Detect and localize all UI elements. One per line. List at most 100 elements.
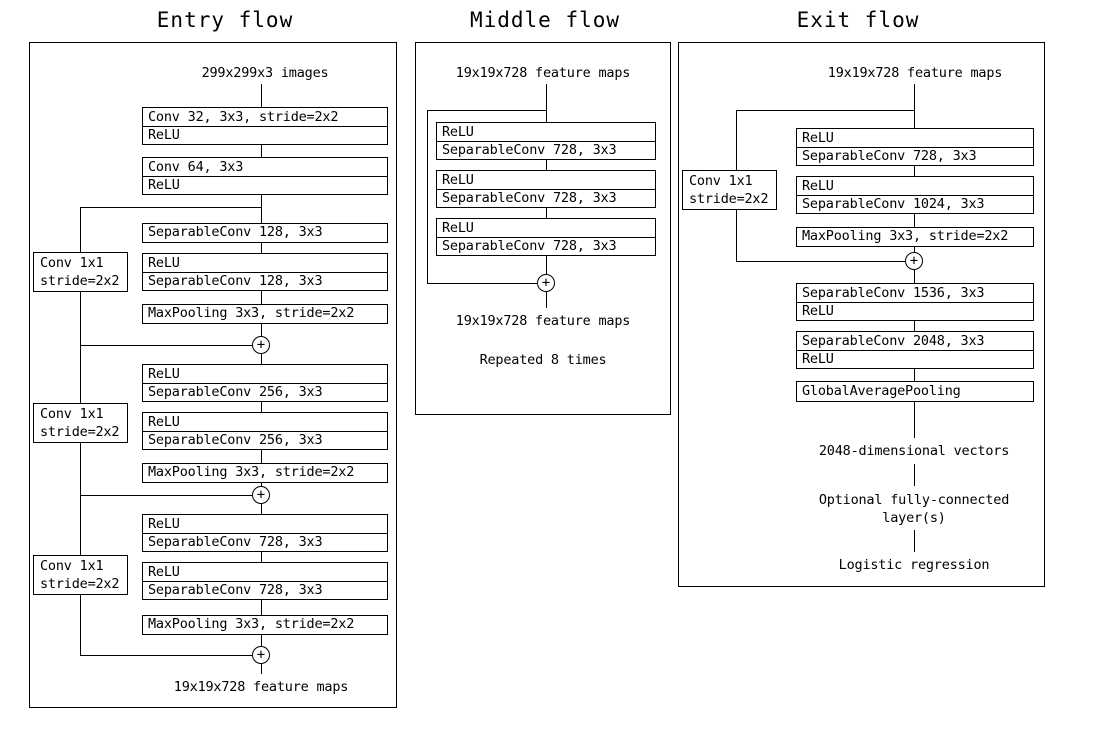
connector-entry-5 (261, 324, 262, 336)
exit-block-sepconv728: ReLU SeparableConv 728, 3x3 (796, 128, 1034, 166)
middle-repeat-note: Repeated 8 times (479, 352, 607, 368)
exit-relu-a-label: ReLU (802, 129, 834, 146)
entry-relu-b-label: ReLU (143, 175, 387, 195)
entry-sepconv728-b-label: SeparableConv 728, 3x3 (143, 580, 387, 600)
connector-middle-4 (546, 292, 547, 308)
entry-relu-c-label: ReLU (148, 254, 180, 271)
exit-sepconv2048-label: SeparableConv 2048, 3x3 (802, 332, 985, 349)
connector-exit-7 (914, 402, 915, 438)
entry-block-sepconv256-a: ReLU SeparableConv 256, 3x3 (142, 364, 388, 402)
connector-entry-input (261, 84, 262, 107)
exit-sepconv728-label: SeparableConv 728, 3x3 (797, 146, 1033, 166)
entry-sepconv128-b-label: SeparableConv 128, 3x3 (143, 271, 387, 291)
entry-sepconv128-a: SeparableConv 128, 3x3 (142, 223, 388, 243)
middle-merge-plus: + (537, 274, 555, 292)
exit-input-caption: 19x19x728 feature maps (827, 65, 1003, 81)
connector-entry-8 (261, 450, 262, 463)
connector-entry-4 (261, 291, 262, 304)
connector-exit-3 (914, 247, 915, 252)
middle-block-2: ReLU SeparableConv 728, 3x3 (436, 170, 656, 208)
connector-entry-13 (261, 635, 262, 647)
connector-entry-14 (261, 664, 262, 674)
residual-1-join (80, 345, 262, 346)
connector-middle-input (546, 84, 547, 122)
connector-exit-8 (914, 464, 915, 486)
entry-conv32-label: Conv 32, 3x3, stride=2x2 (148, 108, 339, 125)
middle-sepconv-c-label: SeparableConv 728, 3x3 (437, 236, 655, 256)
merge-plus-3: + (252, 646, 270, 664)
entry-sepconv728-a-label: SeparableConv 728, 3x3 (143, 532, 387, 552)
middle-residual-branch (427, 110, 547, 111)
connector-entry-3 (261, 243, 262, 253)
connector-middle-2 (546, 208, 547, 218)
entry-maxpool-1: MaxPooling 3x3, stride=2x2 (142, 304, 388, 324)
exit-merge-plus: + (905, 252, 923, 270)
exit-relu-b-label: ReLU (802, 177, 834, 194)
connector-exit-input (914, 84, 915, 128)
exit-block-sepconv1536: SeparableConv 1536, 3x3 ReLU (796, 283, 1034, 321)
merge-plus-2: + (252, 486, 270, 504)
entry-flow-title: Entry flow (156, 8, 294, 32)
connector-entry-1 (261, 145, 262, 157)
middle-relu-a-label: ReLU (442, 123, 474, 140)
exit-fc-caption-line1: Optional fully-connected (818, 492, 1010, 508)
exit-sepconv1024-label: SeparableConv 1024, 3x3 (797, 194, 1033, 214)
middle-block-1: ReLU SeparableConv 728, 3x3 (436, 122, 656, 160)
connector-entry-11 (261, 552, 262, 562)
merge-plus-1: + (252, 336, 270, 354)
exit-residual-conv: Conv 1x1 stride=2x2 (682, 170, 777, 210)
connector-exit-2 (914, 214, 915, 227)
connector-exit-6 (914, 369, 915, 381)
exit-maxpool: MaxPooling 3x3, stride=2x2 (796, 227, 1034, 247)
entry-input-caption: 299x299x3 images (201, 65, 329, 81)
entry-relu-a-label: ReLU (143, 125, 387, 145)
entry-block-sepconv128: ReLU SeparableConv 128, 3x3 (142, 253, 388, 291)
entry-block-conv32: Conv 32, 3x3, stride=2x2 ReLU (142, 107, 388, 145)
middle-output-caption: 19x19x728 feature maps (455, 313, 631, 329)
exit-residual-join (736, 261, 915, 262)
connector-entry-7 (261, 402, 262, 412)
middle-relu-c-label: ReLU (442, 219, 474, 236)
entry-relu-f-label: ReLU (148, 515, 180, 532)
connector-middle-1 (546, 160, 547, 170)
exit-residual-branch (736, 110, 915, 111)
connector-exit-9 (914, 530, 915, 552)
middle-sepconv-b-label: SeparableConv 728, 3x3 (437, 188, 655, 208)
exit-residual-line2: stride=2x2 (689, 191, 769, 207)
exit-residual-line1: Conv 1x1 (689, 172, 753, 189)
residual-1-branch (80, 207, 262, 208)
entry-block-conv64: Conv 64, 3x3 ReLU (142, 157, 388, 195)
exit-relu-c-label: ReLU (797, 301, 1033, 321)
entry-residual-2-line1: Conv 1x1 (40, 405, 104, 422)
connector-exit-1 (914, 166, 915, 176)
middle-sepconv-a-label: SeparableConv 728, 3x3 (437, 140, 655, 160)
entry-relu-g-label: ReLU (148, 563, 180, 580)
middle-residual-join (427, 283, 547, 284)
entry-residual-1-line2: stride=2x2 (40, 273, 120, 289)
entry-relu-d-label: ReLU (148, 365, 180, 382)
exit-global-average-pooling: GlobalAveragePooling (796, 381, 1034, 402)
exit-block-sepconv2048: SeparableConv 2048, 3x3 ReLU (796, 331, 1034, 369)
exit-sepconv1536-label: SeparableConv 1536, 3x3 (802, 284, 985, 301)
exit-vector-caption: 2048-dimensional vectors (818, 443, 1010, 459)
middle-block-3: ReLU SeparableConv 728, 3x3 (436, 218, 656, 256)
entry-residual-1-line1: Conv 1x1 (40, 254, 104, 271)
entry-residual-conv-2: Conv 1x1 stride=2x2 (33, 403, 128, 443)
connector-entry-10 (261, 504, 262, 514)
entry-conv64-label: Conv 64, 3x3 (148, 158, 244, 175)
entry-residual-3-line1: Conv 1x1 (40, 557, 104, 574)
connector-entry-6 (261, 354, 262, 364)
entry-maxpool-2: MaxPooling 3x3, stride=2x2 (142, 463, 388, 483)
middle-input-caption: 19x19x728 feature maps (455, 65, 631, 81)
entry-residual-conv-1: Conv 1x1 stride=2x2 (33, 252, 128, 292)
connector-entry-12 (261, 600, 262, 615)
exit-block-sepconv1024: ReLU SeparableConv 1024, 3x3 (796, 176, 1034, 214)
entry-block-sepconv728-a: ReLU SeparableConv 728, 3x3 (142, 514, 388, 552)
middle-flow-title: Middle flow (469, 8, 621, 32)
connector-middle-3 (546, 256, 547, 274)
entry-relu-e-label: ReLU (148, 413, 180, 430)
entry-maxpool-3: MaxPooling 3x3, stride=2x2 (142, 615, 388, 635)
middle-relu-b-label: ReLU (442, 171, 474, 188)
connector-exit-4 (914, 270, 915, 283)
